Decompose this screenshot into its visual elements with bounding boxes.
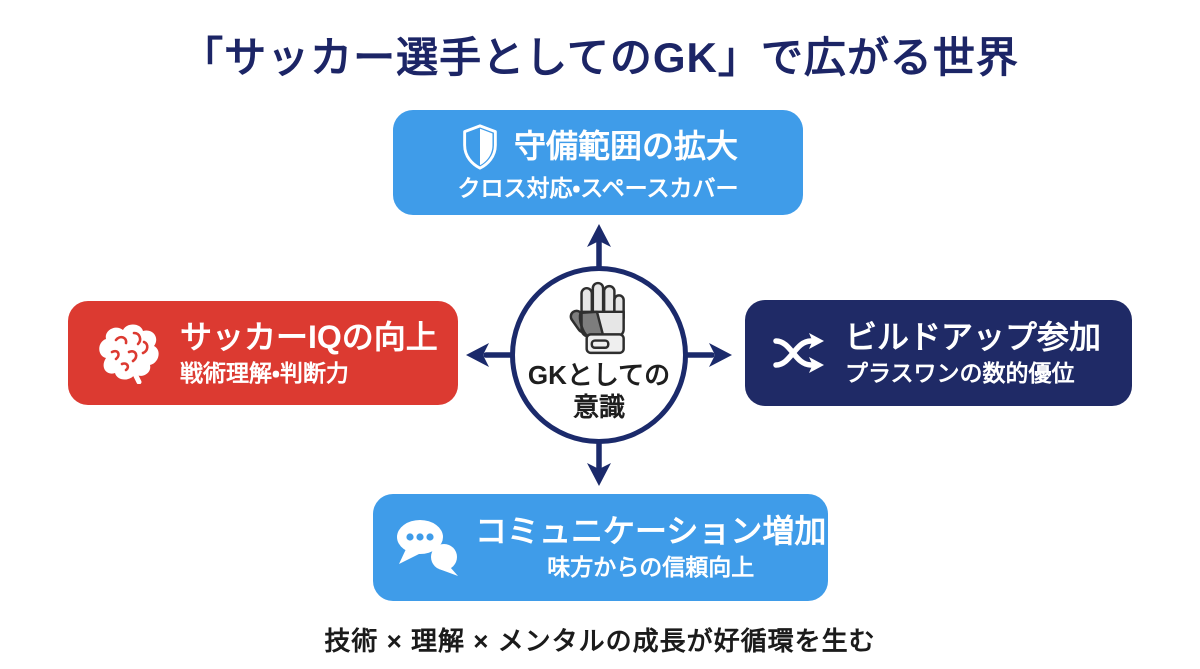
shuffle-arrows-icon [773,333,824,373]
arrow-up-icon [587,224,611,269]
node-buildup: ビルドアップ参加 プラスワンの数的優位 [745,300,1132,406]
shield-icon [463,124,497,170]
center-label-line1: GKとしての [527,359,671,390]
center-node-gk-mindset: GKとしての 意識 [510,266,688,444]
center-label-line2: 意識 [572,392,625,422]
arrow-down-icon [587,441,611,486]
node-subtitle: 戦術理解・判断力 [180,359,349,386]
node-subtitle: 味方からの信頼向上 [547,554,755,581]
goalkeeper-glove-icon [569,281,625,354]
center-label: GKとしての 意識 [528,359,670,424]
node-subtitle: クロス対応・スペースカバー [457,174,739,201]
arrow-right-icon [685,343,732,367]
node-communication: コミュニケーション増加 味方からの信頼向上 [373,494,828,601]
node-title: ビルドアップ参加 [845,318,1102,355]
page-title: 「サッカー選手としてのGK」で広がる世界 [181,34,1019,81]
node-soccer-iq: サッカーIQの向上 戦術理解・判断力 [68,301,458,405]
node-title: サッカーIQの向上 [180,318,438,355]
node-defensive-range: 守備範囲の拡大 クロス対応・スペースカバー [393,110,803,215]
node-subtitle: プラスワンの数的優位 [845,359,1075,386]
chat-bubbles-icon [397,519,458,576]
brain-icon [99,324,159,384]
node-title: 守備範囲の拡大 [513,128,738,165]
arrow-left-icon [466,343,513,367]
footer-note: 技術 × 理解 × メンタルの成長が好循環を生む [324,626,876,656]
node-title: コミュニケーション増加 [475,513,827,550]
